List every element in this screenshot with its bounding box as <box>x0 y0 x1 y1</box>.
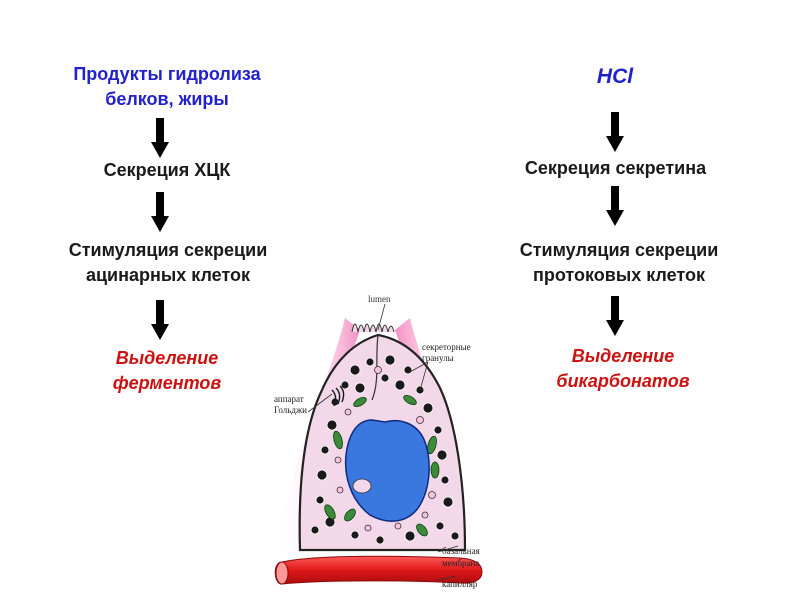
capillary-label: капилляр <box>442 579 478 589</box>
right-arrow-3 <box>606 296 624 336</box>
right-result: Выделение бикарбонатов <box>556 346 690 391</box>
right-step-1: Секреция секретина <box>524 158 707 178</box>
left-arrow-1 <box>151 118 169 158</box>
left-step-1: Секреция ХЦК <box>103 160 231 180</box>
right-trigger-text: HCl <box>596 65 634 88</box>
left-arrow-2 <box>151 192 169 232</box>
membrane-label-2: мембрана <box>442 558 479 568</box>
right-step-2: Стимуляция секреции протоковых клеток <box>519 240 719 285</box>
mitochondria <box>324 394 440 537</box>
golgi-label-1: аппарат <box>274 394 304 404</box>
nucleus <box>344 419 430 522</box>
secretory-granules <box>310 354 460 545</box>
microvilli <box>351 323 395 333</box>
membrane-label-1: базальная <box>442 546 480 556</box>
right-arrow-1 <box>606 112 624 152</box>
left-trigger-text: Продукты гидролиза белков, жиры <box>73 64 261 109</box>
left-arrow-3 <box>151 300 169 340</box>
acinar-cell-illustration: lumen секреторные гранулы аппарат Гольдж… <box>274 294 483 589</box>
granules-label-2: гранулы <box>422 353 454 363</box>
golgi-apparatus <box>331 385 345 407</box>
lumen-label: lumen <box>368 294 391 304</box>
right-arrow-2 <box>606 186 624 226</box>
granules-label-1: секреторные <box>422 342 471 352</box>
left-result: Выделение ферментов <box>112 348 222 393</box>
left-step-2: Стимуляция секреции ацинарных клеток <box>68 240 268 285</box>
golgi-label-2: Гольджи <box>274 405 307 415</box>
